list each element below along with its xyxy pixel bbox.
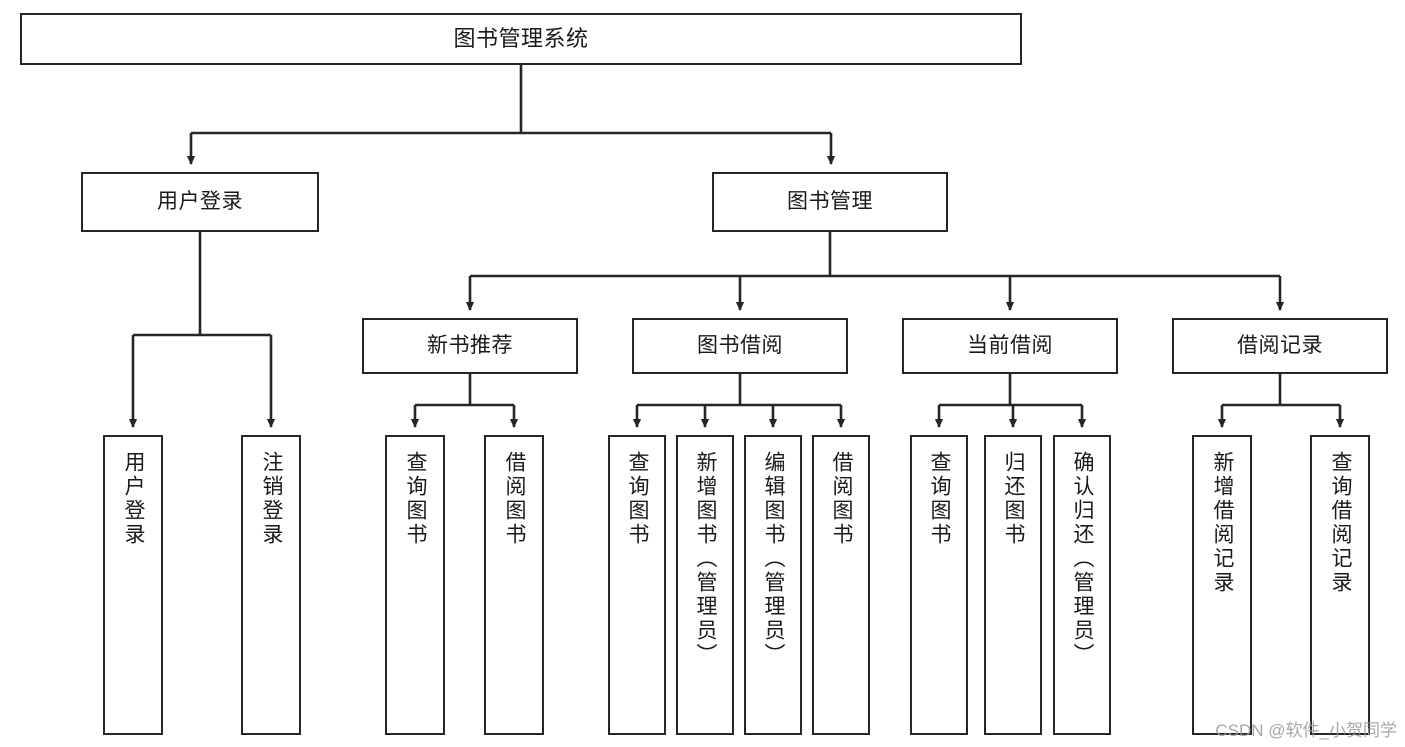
node-leaf-user-login[interactable]: 用户登录 (103, 435, 163, 735)
node-label: 确认归还（管理员） (1071, 451, 1095, 667)
node-label: 查询图书 (404, 451, 428, 547)
node-leaf-borrow-book[interactable]: 借阅图书 (812, 435, 870, 735)
node-label: 编辑图书（管理员） (762, 451, 786, 667)
node-label: 注销登录 (260, 451, 284, 547)
node-leaf-query-borrow-record[interactable]: 查询借阅记录 (1310, 435, 1370, 735)
node-label: 新增借阅记录 (1211, 451, 1235, 595)
node-leaf-confirm-return[interactable]: 确认归还（管理员） (1053, 435, 1111, 735)
node-leaf-edit-book[interactable]: 编辑图书（管理员） (744, 435, 802, 735)
node-label: 新书推荐 (427, 333, 513, 357)
node-new-book-recommend[interactable]: 新书推荐 (362, 318, 578, 374)
node-book-borrow[interactable]: 图书借阅 (632, 318, 848, 374)
node-root-system[interactable]: 图书管理系统 (20, 13, 1022, 65)
node-leaf-query-book-current[interactable]: 查询图书 (910, 435, 968, 735)
node-leaf-query-book-borrow[interactable]: 查询图书 (608, 435, 666, 735)
node-label: 图书管理 (787, 189, 873, 213)
node-label: 查询图书 (626, 451, 650, 547)
node-borrow-record[interactable]: 借阅记录 (1172, 318, 1388, 374)
node-label: 用户登录 (157, 189, 243, 213)
node-leaf-return-book[interactable]: 归还图书 (984, 435, 1042, 735)
node-label: 借阅记录 (1237, 333, 1323, 357)
node-label: 新增图书（管理员） (694, 451, 718, 667)
node-label: 当前借阅 (967, 333, 1053, 357)
node-label: 图书借阅 (697, 333, 783, 357)
node-label: 借阅图书 (830, 451, 854, 547)
node-leaf-borrow-book-recommend[interactable]: 借阅图书 (484, 435, 544, 735)
node-current-borrow[interactable]: 当前借阅 (902, 318, 1118, 374)
watermark: CSDN @软件_小贺同学 (1215, 721, 1397, 740)
node-label: 图书管理系统 (453, 26, 589, 52)
node-leaf-query-book-recommend[interactable]: 查询图书 (385, 435, 445, 735)
node-label: 归还图书 (1002, 451, 1026, 547)
node-leaf-add-book[interactable]: 新增图书（管理员） (676, 435, 734, 735)
node-user-login[interactable]: 用户登录 (81, 172, 319, 232)
node-book-manage[interactable]: 图书管理 (712, 172, 948, 232)
node-label: 用户登录 (122, 451, 146, 547)
node-label: 查询借阅记录 (1329, 451, 1353, 595)
node-label: 查询图书 (928, 451, 952, 547)
node-leaf-add-borrow-record[interactable]: 新增借阅记录 (1192, 435, 1252, 735)
node-leaf-logout[interactable]: 注销登录 (241, 435, 301, 735)
node-label: 借阅图书 (503, 451, 527, 547)
